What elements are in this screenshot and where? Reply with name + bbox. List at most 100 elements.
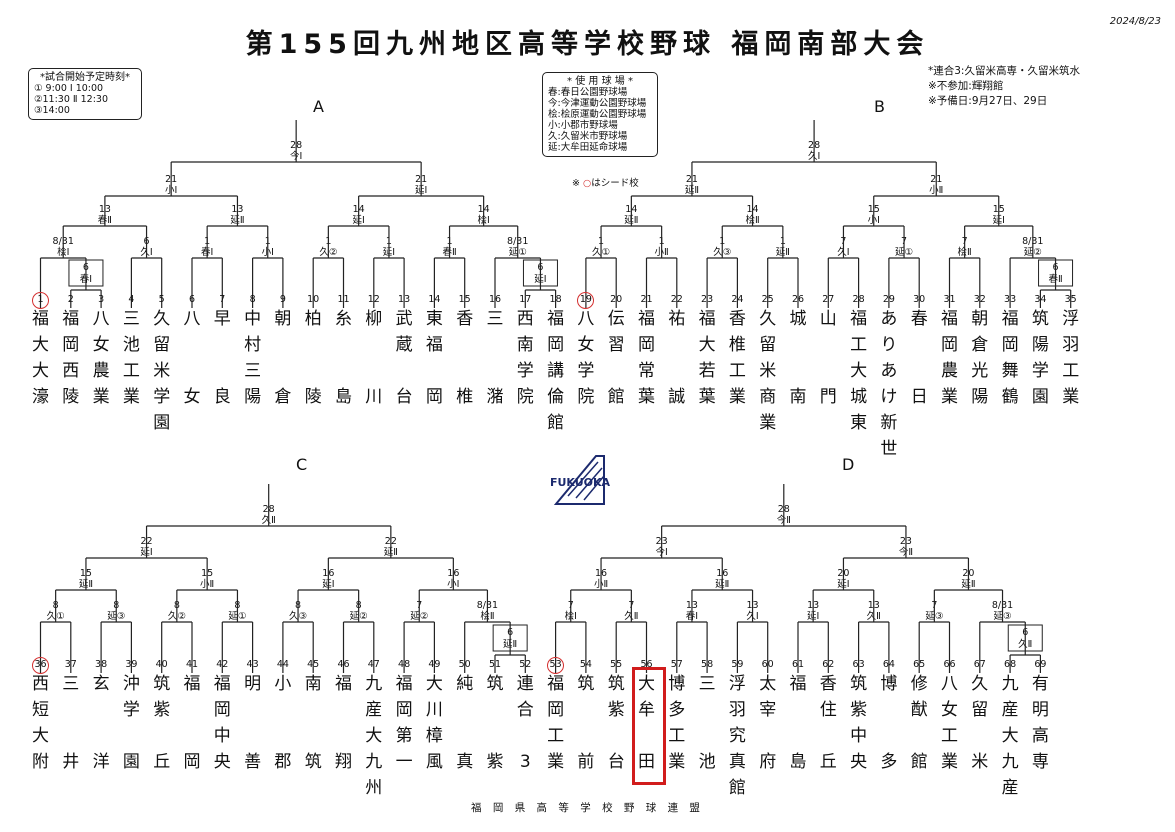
team-name-char: 西 <box>62 361 80 381</box>
team-number: 27 <box>822 294 835 305</box>
organizer-footer: 福 岡 県 高 等 学 校 野 球 連 盟 <box>471 802 704 814</box>
team-name-char: 池 <box>698 752 716 772</box>
team-name: 浮羽工業 <box>1057 306 1085 410</box>
team-name-char <box>572 697 600 723</box>
team-name-char <box>784 332 812 358</box>
team-number: 12 <box>367 294 380 305</box>
team-name-char: 女 <box>183 387 201 407</box>
team-name-char: 福 <box>789 674 807 694</box>
seed-circle-icon: ○ <box>582 178 592 189</box>
team-name-char: 大 <box>32 361 49 381</box>
team-name-char: 園 <box>122 752 140 772</box>
team-number: 18 <box>549 294 562 305</box>
team-number: 4 <box>128 294 135 305</box>
team-name-char: 福 <box>547 309 565 329</box>
team-name-char <box>905 332 933 358</box>
team-name-char: 第 <box>395 726 413 746</box>
team-number: 51 <box>488 659 502 670</box>
team-name: 三池 <box>693 671 721 775</box>
team-number: 68 <box>1004 659 1017 670</box>
team-name: 早良 <box>208 306 236 410</box>
team-name-char: 岡 <box>547 700 565 720</box>
team-name-char: 福 <box>850 309 868 329</box>
team-name-char: 城 <box>789 309 807 329</box>
team-name-char: 羽 <box>728 700 746 720</box>
block-label-d: D <box>842 455 855 474</box>
team-name-char <box>481 358 509 384</box>
team-name: 中村三陽 <box>239 306 267 410</box>
team-name: 玄洋 <box>87 671 115 775</box>
team-name-char: 洋 <box>92 752 110 772</box>
team-name-char: あ <box>880 309 898 329</box>
team-name: 福島 <box>784 671 812 775</box>
team-name-char: 筑 <box>486 674 504 694</box>
team-number: 31 <box>943 294 956 305</box>
team-name-char: 福 <box>62 309 80 329</box>
start-times-heading: *試合開始予定時刻* <box>40 72 130 83</box>
team-name-char <box>451 723 479 749</box>
team-name-char: 葉 <box>698 387 716 407</box>
team-name-char <box>57 723 85 749</box>
team-name-char: 三 <box>244 361 262 381</box>
venue-line: 今:今津運動公園野球場 <box>548 98 647 109</box>
team-name-char: 倫館 <box>547 387 565 433</box>
start-times-box: *試合開始予定時刻* ① 9:00 Ⅰ 10:00 ②11:30 Ⅱ 12:30… <box>28 68 142 120</box>
team-name-char <box>875 723 903 749</box>
team-name: 香椎 <box>451 306 479 410</box>
team-number: 60 <box>761 659 774 670</box>
team-number: 11 <box>337 294 350 305</box>
team-name-char: 大 <box>698 335 716 355</box>
team-name-char <box>814 358 842 384</box>
team-name-char: 前 <box>577 752 595 772</box>
team-name: 大牟田 <box>633 671 661 775</box>
team-name-char: 八 <box>941 674 958 694</box>
venues-heading: * 使 用 球 場 * <box>567 76 633 87</box>
team-name-char: 博 <box>880 674 898 694</box>
page-title: 第155回九州地区高等学校野球 福岡南部大会 <box>245 29 930 60</box>
team-name-char: 岡 <box>183 752 201 772</box>
team-name-char: 央 <box>850 752 868 772</box>
team-name-char <box>117 723 145 749</box>
team-name: 三池工業 <box>117 306 145 410</box>
team-number: 20 <box>610 294 623 305</box>
team-name: 東福岡 <box>420 306 448 410</box>
team-name-char: 丘 <box>819 752 837 772</box>
team-name: 福岡第一 <box>390 671 418 775</box>
team-number: 54 <box>579 659 592 670</box>
team-name-char <box>178 358 206 384</box>
venue-line: 桧:桧原運動公園野球場 <box>548 109 647 120</box>
team-name: 沖学園 <box>117 671 145 775</box>
venue-line: 春:春日公園野球場 <box>548 87 628 98</box>
team-name-char: 玄 <box>92 674 110 694</box>
team-name-char: 府 <box>759 752 777 772</box>
team-name-char: 院 <box>577 387 595 407</box>
team-name-char: 工 <box>728 361 746 381</box>
team-name: 九産大九産 <box>996 671 1024 798</box>
team-name-char: 誠 <box>668 387 686 407</box>
team-name-char: 潴 <box>486 387 504 407</box>
team-name-char: 村 <box>244 335 262 355</box>
team-name-char: 一 <box>395 752 413 772</box>
team-name-char: 大 <box>638 674 655 694</box>
team-name-char: 筑 <box>850 674 868 694</box>
team-name-char: 倉 <box>274 387 292 407</box>
team-name-char: 日 <box>910 387 928 407</box>
team-name: 三井 <box>57 671 85 775</box>
team-name: 香椎工業 <box>723 306 751 410</box>
team-number: 37 <box>64 659 77 670</box>
team-number: 2 <box>67 294 74 305</box>
team-name: 福工大城東 <box>845 306 873 433</box>
team-name-char: 中 <box>213 726 231 746</box>
team-number: 21 <box>640 294 653 305</box>
start-time-line: ① 9:00 Ⅰ 10:00 <box>34 83 104 94</box>
team-name-char: 大 <box>32 726 49 746</box>
team-number: 66 <box>943 659 956 670</box>
team-name-char: 合 <box>516 700 534 720</box>
team-name-char: 業 <box>941 752 958 772</box>
team-name-char: 筑 <box>153 674 171 694</box>
team-name-char: 米 <box>971 752 989 772</box>
team-name: 福岡農業 <box>936 306 964 410</box>
team-name-char: 岡 <box>547 335 565 355</box>
team-name-char <box>875 697 903 723</box>
seed-note-suffix: はシード校 <box>591 178 639 189</box>
